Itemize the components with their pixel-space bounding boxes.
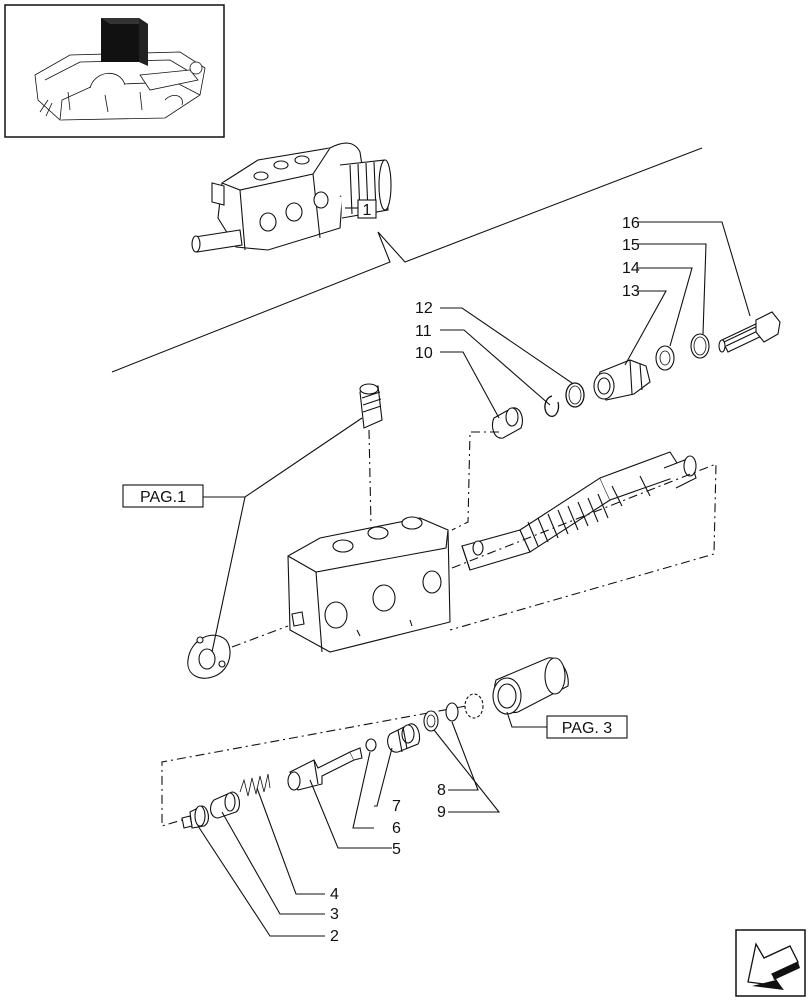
spring-4 [239,773,271,797]
selected-valve-marker [101,18,148,66]
pag1-reference[interactable]: PAG.1 [122,484,204,508]
side-flange [187,634,231,679]
callout-2: 2 [330,928,339,945]
callout-5: 5 [392,841,401,858]
callout-10: 10 [415,345,433,362]
callout-3: 3 [330,906,339,923]
section-separator [111,147,703,373]
alignment-line-spool [449,463,717,631]
washer-14 [655,345,675,371]
alignment-line-lower [161,705,467,827]
callout-16: 16 [622,215,640,232]
seal-15 [690,333,710,359]
ring-12 [565,382,585,408]
location-thumbnail [4,4,225,138]
callout-numbers: 16 15 14 13 12 11 10 8 9 7 6 5 4 3 2 [330,215,640,945]
callout-leaders [197,221,751,937]
callout-7: 7 [392,798,401,815]
seat-7 [387,723,421,753]
spool [461,451,697,571]
alignment-line-flange [231,625,289,648]
callout-14: 14 [622,260,640,277]
callout-13: 13 [622,283,640,300]
callout-11: 11 [415,323,432,340]
callout-6: 6 [392,820,401,837]
callout-9: 9 [437,804,446,821]
bolt-16 [718,311,781,353]
callout-15: 15 [622,237,640,254]
sleeve [492,657,569,715]
alignment-line-cap [451,431,499,531]
poppet-5 [287,747,363,791]
arrow-left-icon [747,942,800,990]
lift-housing-sketch [34,51,206,121]
washer-dashed [464,693,484,719]
previous-page-button[interactable] [735,929,806,997]
valve-body [287,516,451,653]
pag3-leader [506,711,547,728]
callout-8: 8 [437,782,446,799]
callout-12: 12 [415,300,433,317]
seal-9 [445,702,459,722]
cap-10 [491,407,523,439]
callout-4: 4 [330,886,339,903]
pag1-label: PAG.1 [140,489,186,506]
reference-callout-1: 1 [363,202,372,219]
plug-13 [593,359,651,401]
top-fitting [359,383,383,429]
ring-8 [423,710,439,732]
cup-3 [209,791,241,819]
circlip-11 [544,395,560,417]
pag3-reference[interactable]: PAG. 3 [546,715,628,739]
pag1-leader [203,417,363,653]
pag3-label: PAG. 3 [562,720,612,737]
alignment-line-top [368,429,372,526]
assembled-valve: 1 [191,142,392,253]
piston-2 [181,805,210,829]
ring-6 [365,738,377,752]
